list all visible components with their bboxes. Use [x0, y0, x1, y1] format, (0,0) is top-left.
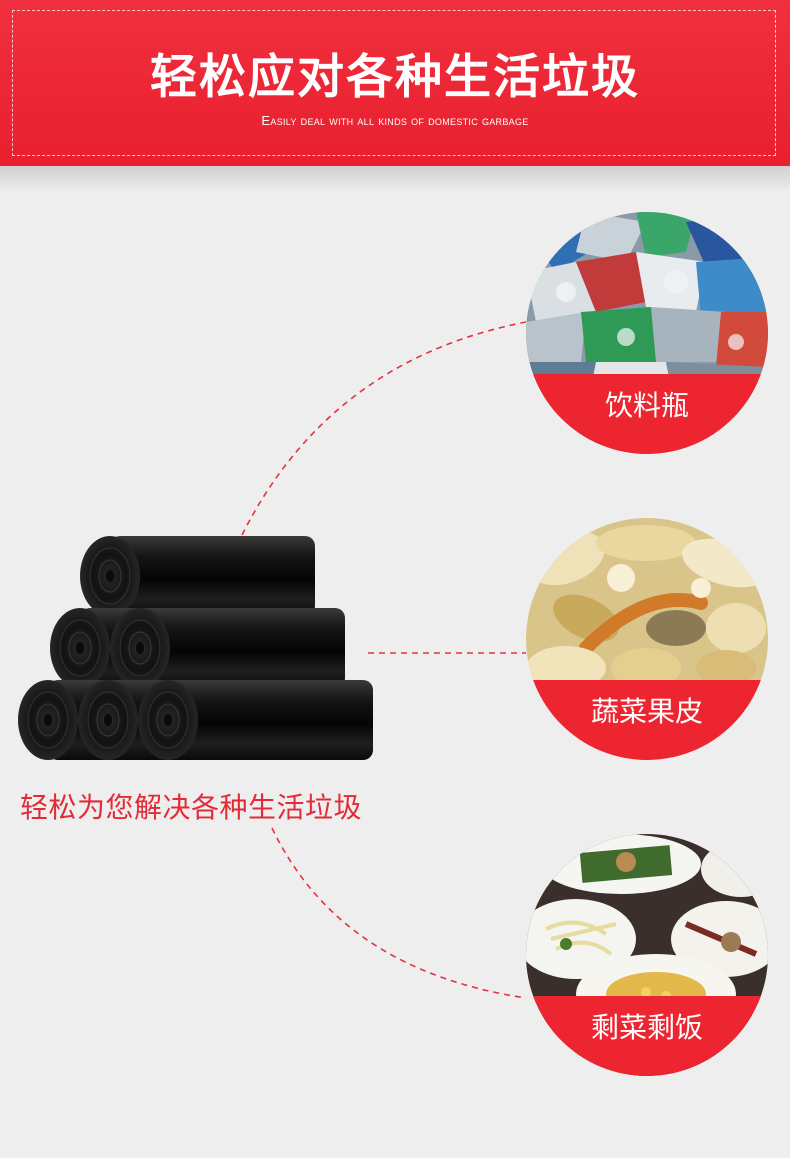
garbage-bag-rolls-image [18, 536, 373, 760]
banner-subtitle: Easily deal with all kinds of domestic g… [261, 113, 529, 128]
roll-top [80, 536, 315, 616]
banner-shadow [0, 166, 790, 192]
roll-middle-right [110, 608, 345, 688]
connector-to-leftovers [271, 827, 527, 999]
category-circle-leftovers: 剩菜剩饭 [526, 834, 768, 1076]
banner-dashed-frame [12, 10, 776, 156]
roll-bottom-right [138, 680, 373, 760]
category-circle-peels: 蔬菜果皮 [526, 518, 768, 760]
category-circle-cans: 饮料瓶 [526, 212, 768, 454]
category-label-leftovers: 剩菜剩饭 [526, 996, 768, 1076]
category-label-cans: 饮料瓶 [526, 374, 768, 454]
category-label-peels: 蔬菜果皮 [526, 680, 768, 760]
connector-to-cans [241, 321, 527, 536]
header-banner: 轻松应对各种生活垃圾 Easily deal with all kinds of… [0, 0, 790, 166]
banner-title: 轻松应对各种生活垃圾 [150, 50, 640, 105]
product-caption: 轻松为您解决各种生活垃圾 [20, 791, 363, 824]
